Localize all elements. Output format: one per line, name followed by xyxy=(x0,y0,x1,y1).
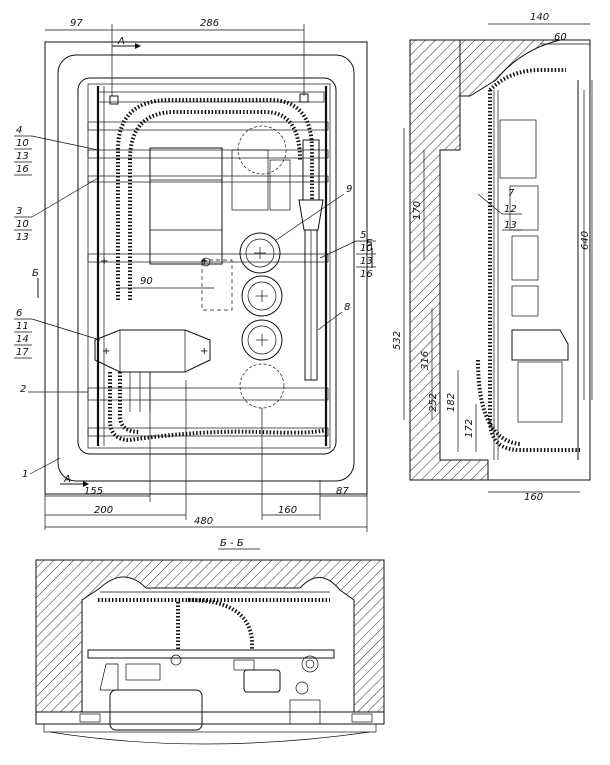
svg-text:11: 11 xyxy=(16,321,29,332)
dim-155: 155 xyxy=(84,486,103,497)
svg-text:+: + xyxy=(102,346,110,357)
svg-text:16: 16 xyxy=(360,269,373,280)
side-view: 140 60 532 170 316 252 182 172 640 160 7… xyxy=(392,12,593,503)
svg-text:+: + xyxy=(200,346,208,357)
dim-87: 87 xyxy=(336,486,349,497)
section-mark-a-bottom: A xyxy=(63,474,71,485)
svg-text:13: 13 xyxy=(16,151,29,162)
svg-text:4: 4 xyxy=(16,125,22,136)
svg-text:16: 16 xyxy=(16,164,29,175)
svg-text:10: 10 xyxy=(16,138,29,149)
dim-200: 200 xyxy=(94,505,113,516)
svg-text:5: 5 xyxy=(360,230,366,241)
svg-text:12: 12 xyxy=(504,204,517,215)
callout-1: 1 xyxy=(22,469,28,480)
svg-text:13: 13 xyxy=(504,220,517,231)
dim-160: 160 xyxy=(278,505,297,516)
svg-text:6: 6 xyxy=(16,308,22,319)
dim-90: 90 xyxy=(140,276,153,287)
front-view: + + + + A A Б Б xyxy=(32,36,373,495)
svg-text:13: 13 xyxy=(16,232,29,243)
side-callouts: 7 12 13 xyxy=(477,188,522,231)
dim-252: 252 xyxy=(428,393,439,412)
dim-480: 480 xyxy=(194,516,213,527)
dim-316: 316 xyxy=(420,351,431,370)
dim-532: 532 xyxy=(392,331,403,350)
callout-2: 2 xyxy=(20,384,26,395)
front-callouts: 4 10 13 16 3 10 13 6 11 14 17 5 10 1 xyxy=(14,125,376,480)
svg-text:+: + xyxy=(200,256,208,267)
dim-97: 97 xyxy=(70,18,83,29)
svg-text:3: 3 xyxy=(16,206,22,217)
svg-text:14: 14 xyxy=(16,334,29,345)
callout-group-1: 4 10 13 16 xyxy=(14,125,99,176)
svg-text:17: 17 xyxy=(16,347,29,358)
svg-text:+: + xyxy=(100,256,108,267)
svg-text:13: 13 xyxy=(360,256,373,267)
section-bb-view: Б - Б xyxy=(35,538,385,745)
callout-8: 8 xyxy=(344,302,350,313)
svg-text:10: 10 xyxy=(16,219,29,230)
front-dimensions: 97 286 90 155 200 480 160 87 xyxy=(44,18,368,532)
dim-182: 182 xyxy=(446,393,457,412)
callout-9: 9 xyxy=(346,184,352,195)
callout-group-3: 6 11 14 17 xyxy=(14,308,101,359)
section-mark-b-right: Б xyxy=(366,238,373,249)
svg-text:10: 10 xyxy=(360,243,373,254)
dim-140: 140 xyxy=(530,12,549,23)
dim-286: 286 xyxy=(200,18,219,29)
section-mark-a-top: A xyxy=(117,36,125,47)
side-dimensions: 140 60 532 170 316 252 182 172 640 160 xyxy=(392,12,593,503)
section-mark-b-left: Б xyxy=(32,268,39,279)
dim-160-side: 160 xyxy=(524,492,543,503)
dim-60: 60 xyxy=(554,32,567,43)
svg-text:7: 7 xyxy=(508,188,515,199)
section-bb-title: Б - Б xyxy=(220,538,244,549)
callout-group-4: 5 10 13 16 xyxy=(319,230,376,280)
dim-640: 640 xyxy=(580,231,591,250)
callout-group-2: 3 10 13 xyxy=(14,177,99,243)
dim-172: 172 xyxy=(464,419,475,438)
dim-170: 170 xyxy=(412,201,423,220)
